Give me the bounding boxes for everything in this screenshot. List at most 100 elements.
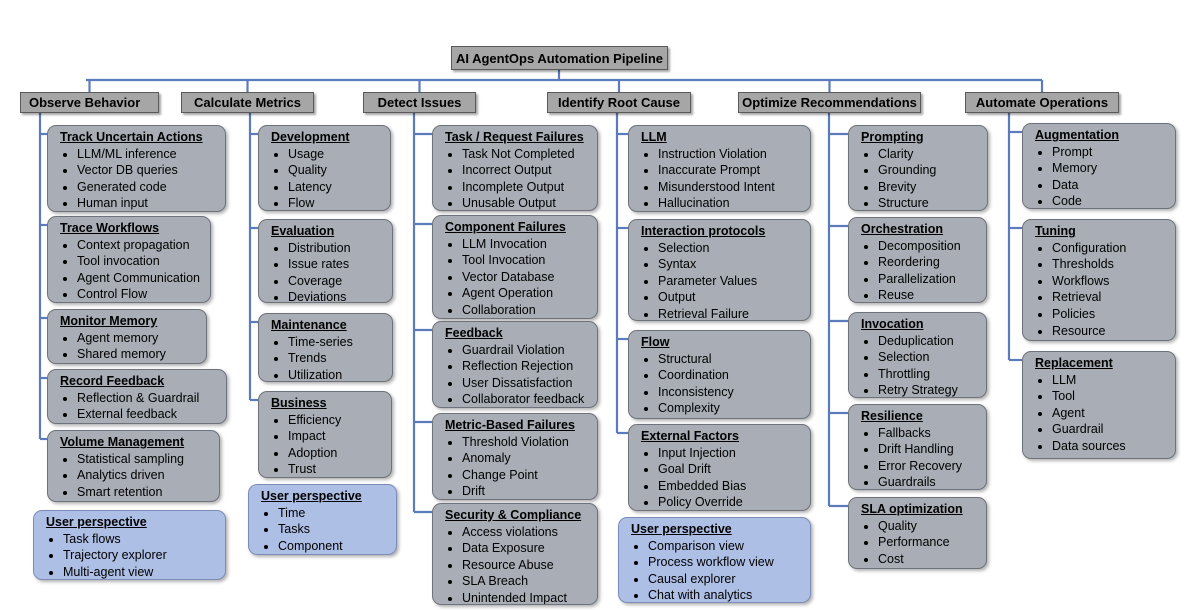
column-header-observe-behavior: Observe Behavior <box>20 92 159 113</box>
card-item: Guardrail Violation <box>462 342 591 359</box>
card-item: Parameter Values <box>658 273 804 290</box>
card-item: Selection <box>878 349 980 366</box>
card-item: Usage <box>288 146 384 163</box>
card-item: Reflection Rejection <box>462 358 591 375</box>
card-item: Inaccurate Prompt <box>658 162 804 179</box>
card-item-list: Context propagationTool invocationAgent … <box>60 237 204 302</box>
card-user-perspective: User perspectiveTimeTasksComponent <box>248 484 397 555</box>
card-item: Misunderstood Intent <box>658 179 804 196</box>
card-item: Access violations <box>462 524 591 541</box>
column-header-calculate-metrics: Calculate Metrics <box>181 92 314 113</box>
card-item: Agent Communication <box>77 270 204 287</box>
card-augmentation: AugmentationPromptMemoryDataCode <box>1022 123 1176 209</box>
card-title: Security & Compliance <box>445 508 582 522</box>
card-title: Feedback <box>445 326 503 340</box>
card-item: Thresholds <box>1052 256 1169 273</box>
card-item: Resource Abuse <box>462 557 591 574</box>
card-item: Instruction Violation <box>658 146 804 163</box>
card-title: Metric-Based Failures <box>445 418 575 432</box>
card-item-list: UsageQualityLatencyFlow <box>271 146 384 210</box>
card-item: Unusable Output <box>462 195 591 210</box>
card-item: Code <box>1052 193 1169 208</box>
card-item: Input Injection <box>658 445 804 462</box>
card-item-list: Input InjectionGoal DriftEmbedded BiasPo… <box>641 445 804 510</box>
card-item: Statistical sampling <box>77 451 213 468</box>
column-header-optimize-recommendations: Optimize Recommendations <box>738 92 921 113</box>
card-item-list: Access violationsData ExposureResource A… <box>445 524 591 604</box>
card-item: Adoption <box>288 445 385 462</box>
card-item: User Dissatisfaction <box>462 375 591 392</box>
pipeline-title: AI AgentOps Automation Pipeline <box>451 46 668 70</box>
card-item: Control Flow <box>77 286 204 302</box>
card-item: Coordination <box>658 367 804 384</box>
card-metric-based-failures: Metric-Based FailuresThreshold Violation… <box>432 413 598 500</box>
card-item: Comparison view <box>648 538 804 555</box>
card-item: Drift <box>462 483 591 499</box>
card-item: Vector DB queries <box>77 162 219 179</box>
card-item: Drift Handling <box>878 441 980 458</box>
card-item-list: TimeTasksComponent <box>261 505 390 554</box>
card-title: Track Uncertain Actions <box>60 130 203 144</box>
card-item: LLM/ML inference <box>77 146 219 163</box>
card-evaluation: EvaluationDistributionIssue ratesCoverag… <box>258 219 393 303</box>
card-item: Human input <box>77 195 219 211</box>
card-item: Distribution <box>288 240 386 257</box>
card-item: Flow <box>288 195 384 210</box>
card-item: Process workflow view <box>648 554 804 571</box>
card-item-list: LLM InvocationTool InvocationVector Data… <box>445 236 591 318</box>
card-item: Selection <box>658 240 804 257</box>
card-item: Error Recovery <box>878 458 980 475</box>
card-title: Evaluation <box>271 224 335 238</box>
card-title: Trace Workflows <box>60 221 160 235</box>
card-item: Threshold Violation <box>462 434 591 451</box>
card-title: Replacement <box>1035 356 1113 370</box>
card-item-list: StructuralCoordinationInconsistencyCompl… <box>641 351 804 417</box>
card-item: Retry Strategy <box>878 382 980 397</box>
card-item: Resource <box>1052 323 1169 340</box>
card-item: Agent Operation <box>462 285 591 302</box>
card-llm: LLMInstruction ViolationInaccurate Promp… <box>628 125 811 212</box>
card-item: Guardrails <box>878 474 980 489</box>
card-item-list: EfficiencyImpactAdoptionTrust <box>271 412 385 477</box>
card-development: DevelopmentUsageQualityLatencyFlow <box>258 125 391 211</box>
card-title: Resilience <box>861 409 923 423</box>
card-item: Collaboration <box>462 302 591 318</box>
card-item: Deduplication <box>878 333 980 350</box>
card-interaction-protocols: Interaction protocolsSelectionSyntaxPara… <box>628 219 811 321</box>
card-item: Workflows <box>1052 273 1169 290</box>
column-header-automate-operations: Automate Operations <box>965 92 1119 113</box>
card-monitor-memory: Monitor MemoryAgent memoryShared memory <box>47 309 207 364</box>
card-item-list: Guardrail ViolationReflection RejectionU… <box>445 342 591 407</box>
column-header-identify-root-cause: Identify Root Cause <box>547 92 691 113</box>
card-item-list: Instruction ViolationInaccurate PromptMi… <box>641 146 804 211</box>
card-item-list: ConfigurationThresholdsWorkflowsRetrieva… <box>1035 240 1169 340</box>
card-item: Throttling <box>878 366 980 383</box>
card-item: Output <box>658 289 804 306</box>
card-item: Guardrail <box>1052 421 1169 438</box>
card-item-list: SelectionSyntaxParameter ValuesOutputRet… <box>641 240 804 320</box>
card-item: Incorrect Output <box>462 162 591 179</box>
card-item: Data <box>1052 177 1169 194</box>
card-volume-management: Volume ManagementStatistical samplingAna… <box>47 430 220 502</box>
card-item: Coverage <box>288 273 386 290</box>
card-security-compliance: Security & ComplianceAccess violationsDa… <box>432 503 598 605</box>
card-item-list: Time-seriesTrendsUtilization <box>271 334 386 381</box>
card-feedback: FeedbackGuardrail ViolationReflection Re… <box>432 321 598 408</box>
card-prompting: PromptingClarityGroundingBrevityStructur… <box>848 125 988 211</box>
card-title: Business <box>271 396 327 410</box>
card-maintenance: MaintenanceTime-seriesTrendsUtilization <box>258 313 393 382</box>
card-item-list: Threshold ViolationAnomalyChange PointDr… <box>445 434 591 499</box>
card-item: Task flows <box>63 531 219 548</box>
card-item: Collaborator feedback <box>462 391 591 407</box>
card-item: Data sources <box>1052 438 1169 455</box>
card-item: Component <box>278 538 390 554</box>
card-title: Interaction protocols <box>641 224 766 238</box>
card-item: Task Not Completed <box>462 146 591 163</box>
card-item: Embedded Bias <box>658 478 804 495</box>
card-title: Augmentation <box>1035 128 1120 142</box>
card-item: Memory <box>1052 160 1169 177</box>
card-item: Change Point <box>462 467 591 484</box>
card-item-list: Statistical samplingAnalytics drivenSmar… <box>60 451 213 501</box>
card-item: Data Exposure <box>462 540 591 557</box>
card-title: User perspective <box>631 522 732 536</box>
